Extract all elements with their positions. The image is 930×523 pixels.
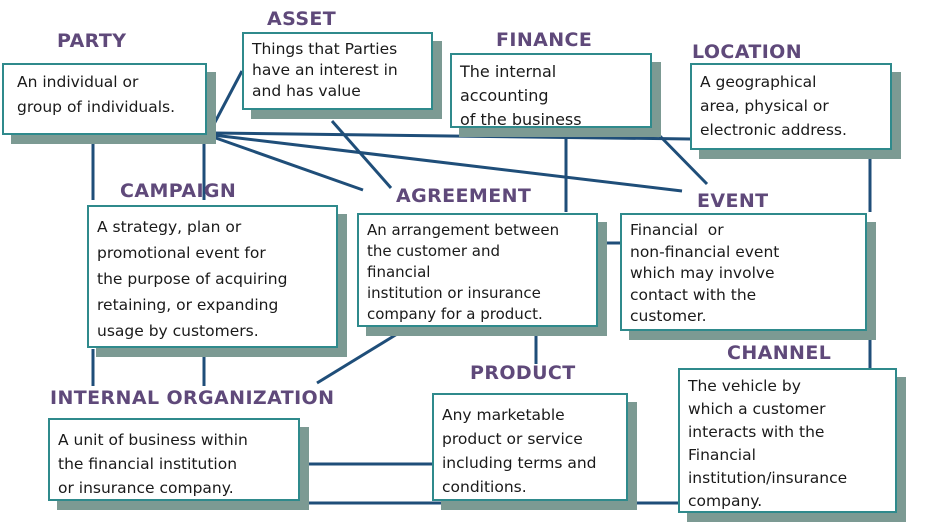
entity-description-product: Any marketable product or service includ…: [442, 406, 597, 496]
entity-box-product: Any marketable product or service includ…: [432, 393, 628, 501]
entity-box-asset: Things that Parties have an interest in …: [242, 32, 433, 110]
entity-description-finance: The internal accounting of the business: [460, 62, 582, 129]
edge-party-event: [212, 133, 683, 193]
entity-box-location: A geographical area, physical or electro…: [690, 63, 892, 150]
entity-description-internal-organization: A unit of business within the financial …: [58, 431, 248, 497]
entity-title-party: PARTY: [57, 30, 127, 52]
entity-description-agreement: An arrangement between the customer and …: [367, 221, 560, 323]
entity-box-campaign: A strategy, plan or promotional event fo…: [87, 205, 338, 348]
entity-box-agreement: An arrangement between the customer and …: [357, 213, 598, 327]
entity-description-channel: The vehicle by which a customer interact…: [688, 377, 848, 510]
edge-agreement-internal-organization: [316, 329, 403, 385]
edge-party-asset: [212, 70, 244, 125]
entity-description-location: A geographical area, physical or electro…: [700, 73, 847, 139]
entity-box-party: An individual or group of individuals.: [2, 63, 207, 135]
entity-box-event: Financial or non-financial event which m…: [620, 213, 867, 331]
entity-box-channel: The vehicle by which a customer interact…: [678, 368, 897, 513]
edge-asset-agreement: [330, 120, 393, 189]
entity-title-asset: ASSET: [267, 8, 337, 30]
entity-box-finance: The internal accounting of the business: [450, 53, 652, 129]
entity-title-channel: CHANNEL: [727, 342, 832, 364]
entity-title-event: EVENT: [697, 190, 769, 212]
edge-finance-event: [652, 128, 709, 186]
entity-title-product: PRODUCT: [470, 362, 576, 384]
entity-description-asset: Things that Parties have an interest in …: [252, 40, 398, 100]
entity-description-campaign: A strategy, plan or promotional event fo…: [97, 218, 288, 340]
edge-party-agreement: [212, 135, 364, 192]
entity-box-internal-organization: A unit of business within the financial …: [48, 418, 300, 501]
entity-title-internal-organization: INTERNAL ORGANIZATION: [50, 387, 335, 409]
edge-party-location: [212, 131, 691, 141]
entity-description-event: Financial or non-financial event which m…: [630, 221, 780, 325]
entity-title-agreement: AGREEMENT: [396, 185, 532, 207]
entity-title-campaign: CAMPAIGN: [120, 180, 237, 202]
entity-description-party: An individual or group of individuals.: [17, 73, 176, 116]
entity-title-location: LOCATION: [692, 41, 803, 63]
entity-title-finance: FINANCE: [496, 29, 593, 51]
